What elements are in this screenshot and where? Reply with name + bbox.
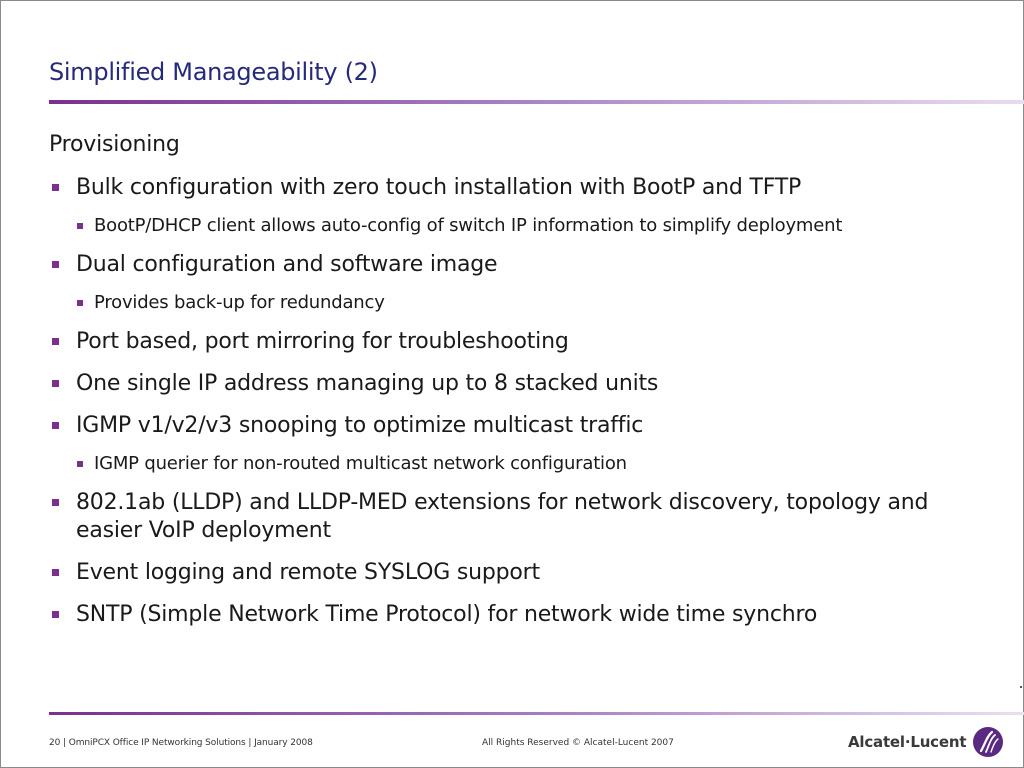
bullet-text: Event logging and remote SYSLOG support bbox=[76, 560, 540, 585]
bullet-text: SNTP (Simple Network Time Protocol) for … bbox=[76, 602, 818, 627]
section-heading: Provisioning bbox=[49, 132, 180, 157]
square-bullet-icon bbox=[52, 184, 59, 191]
bullet-item: SNTP (Simple Network Time Protocol) for … bbox=[49, 601, 989, 629]
bullet-text: One single IP address managing up to 8 s… bbox=[76, 371, 659, 396]
bullet-item: Event logging and remote SYSLOG support bbox=[49, 559, 989, 587]
square-bullet-icon bbox=[52, 569, 59, 576]
footer-page-info: 20 | OmniPCX Office IP Networking Soluti… bbox=[49, 738, 313, 748]
square-bullet-icon bbox=[52, 261, 59, 268]
square-bullet-icon bbox=[52, 499, 59, 506]
bullet-item: 802.1ab (LLDP) and LLDP-MED extensions f… bbox=[49, 489, 989, 545]
sub-bullet-item: Provides back-up for redundancy bbox=[49, 291, 989, 315]
sub-bullet-text: Provides back-up for redundancy bbox=[94, 292, 385, 313]
bullet-text: IGMP v1/v2/v3 snooping to optimize multi… bbox=[76, 413, 644, 438]
square-bullet-icon bbox=[52, 611, 59, 618]
square-bullet-icon bbox=[52, 422, 59, 429]
logo-wordmark: Alcatel·Lucent bbox=[848, 733, 967, 751]
bullet-item: Bulk configuration with zero touch insta… bbox=[49, 174, 989, 202]
edge-mark bbox=[1020, 686, 1022, 688]
bullet-text: Port based, port mirroring for troublesh… bbox=[76, 329, 569, 354]
bullet-item: IGMP v1/v2/v3 snooping to optimize multi… bbox=[49, 412, 989, 440]
title-divider bbox=[49, 100, 1024, 104]
square-bullet-icon bbox=[77, 461, 83, 467]
company-logo: Alcatel·Lucent bbox=[848, 726, 1004, 758]
square-bullet-icon bbox=[52, 338, 59, 345]
bullet-item: One single IP address managing up to 8 s… bbox=[49, 370, 989, 398]
square-bullet-icon bbox=[77, 300, 83, 306]
bullet-text: 802.1ab (LLDP) and LLDP-MED extensions f… bbox=[76, 490, 929, 543]
sub-bullet-item: BootP/DHCP client allows auto-config of … bbox=[49, 214, 989, 238]
slide-title: Simplified Manageability (2) bbox=[49, 58, 378, 86]
slide-content: Provisioning Bulk configuration with zer… bbox=[49, 130, 989, 643]
bullet-item: Dual configuration and software image bbox=[49, 251, 989, 279]
footer-copyright: All Rights Reserved © Alcatel-Lucent 200… bbox=[482, 738, 674, 748]
square-bullet-icon bbox=[77, 223, 83, 229]
square-bullet-icon bbox=[52, 380, 59, 387]
sub-bullet-item: IGMP querier for non-routed multicast ne… bbox=[49, 452, 989, 476]
bullet-item: Port based, port mirroring for troublesh… bbox=[49, 328, 989, 356]
sub-bullet-text: IGMP querier for non-routed multicast ne… bbox=[94, 453, 627, 474]
sub-bullet-text: BootP/DHCP client allows auto-config of … bbox=[94, 215, 843, 236]
footer-divider bbox=[49, 712, 1024, 715]
bullet-text: Dual configuration and software image bbox=[76, 252, 498, 277]
alcatel-lucent-swirl-icon bbox=[973, 727, 1004, 757]
bullet-text: Bulk configuration with zero touch insta… bbox=[76, 175, 802, 200]
